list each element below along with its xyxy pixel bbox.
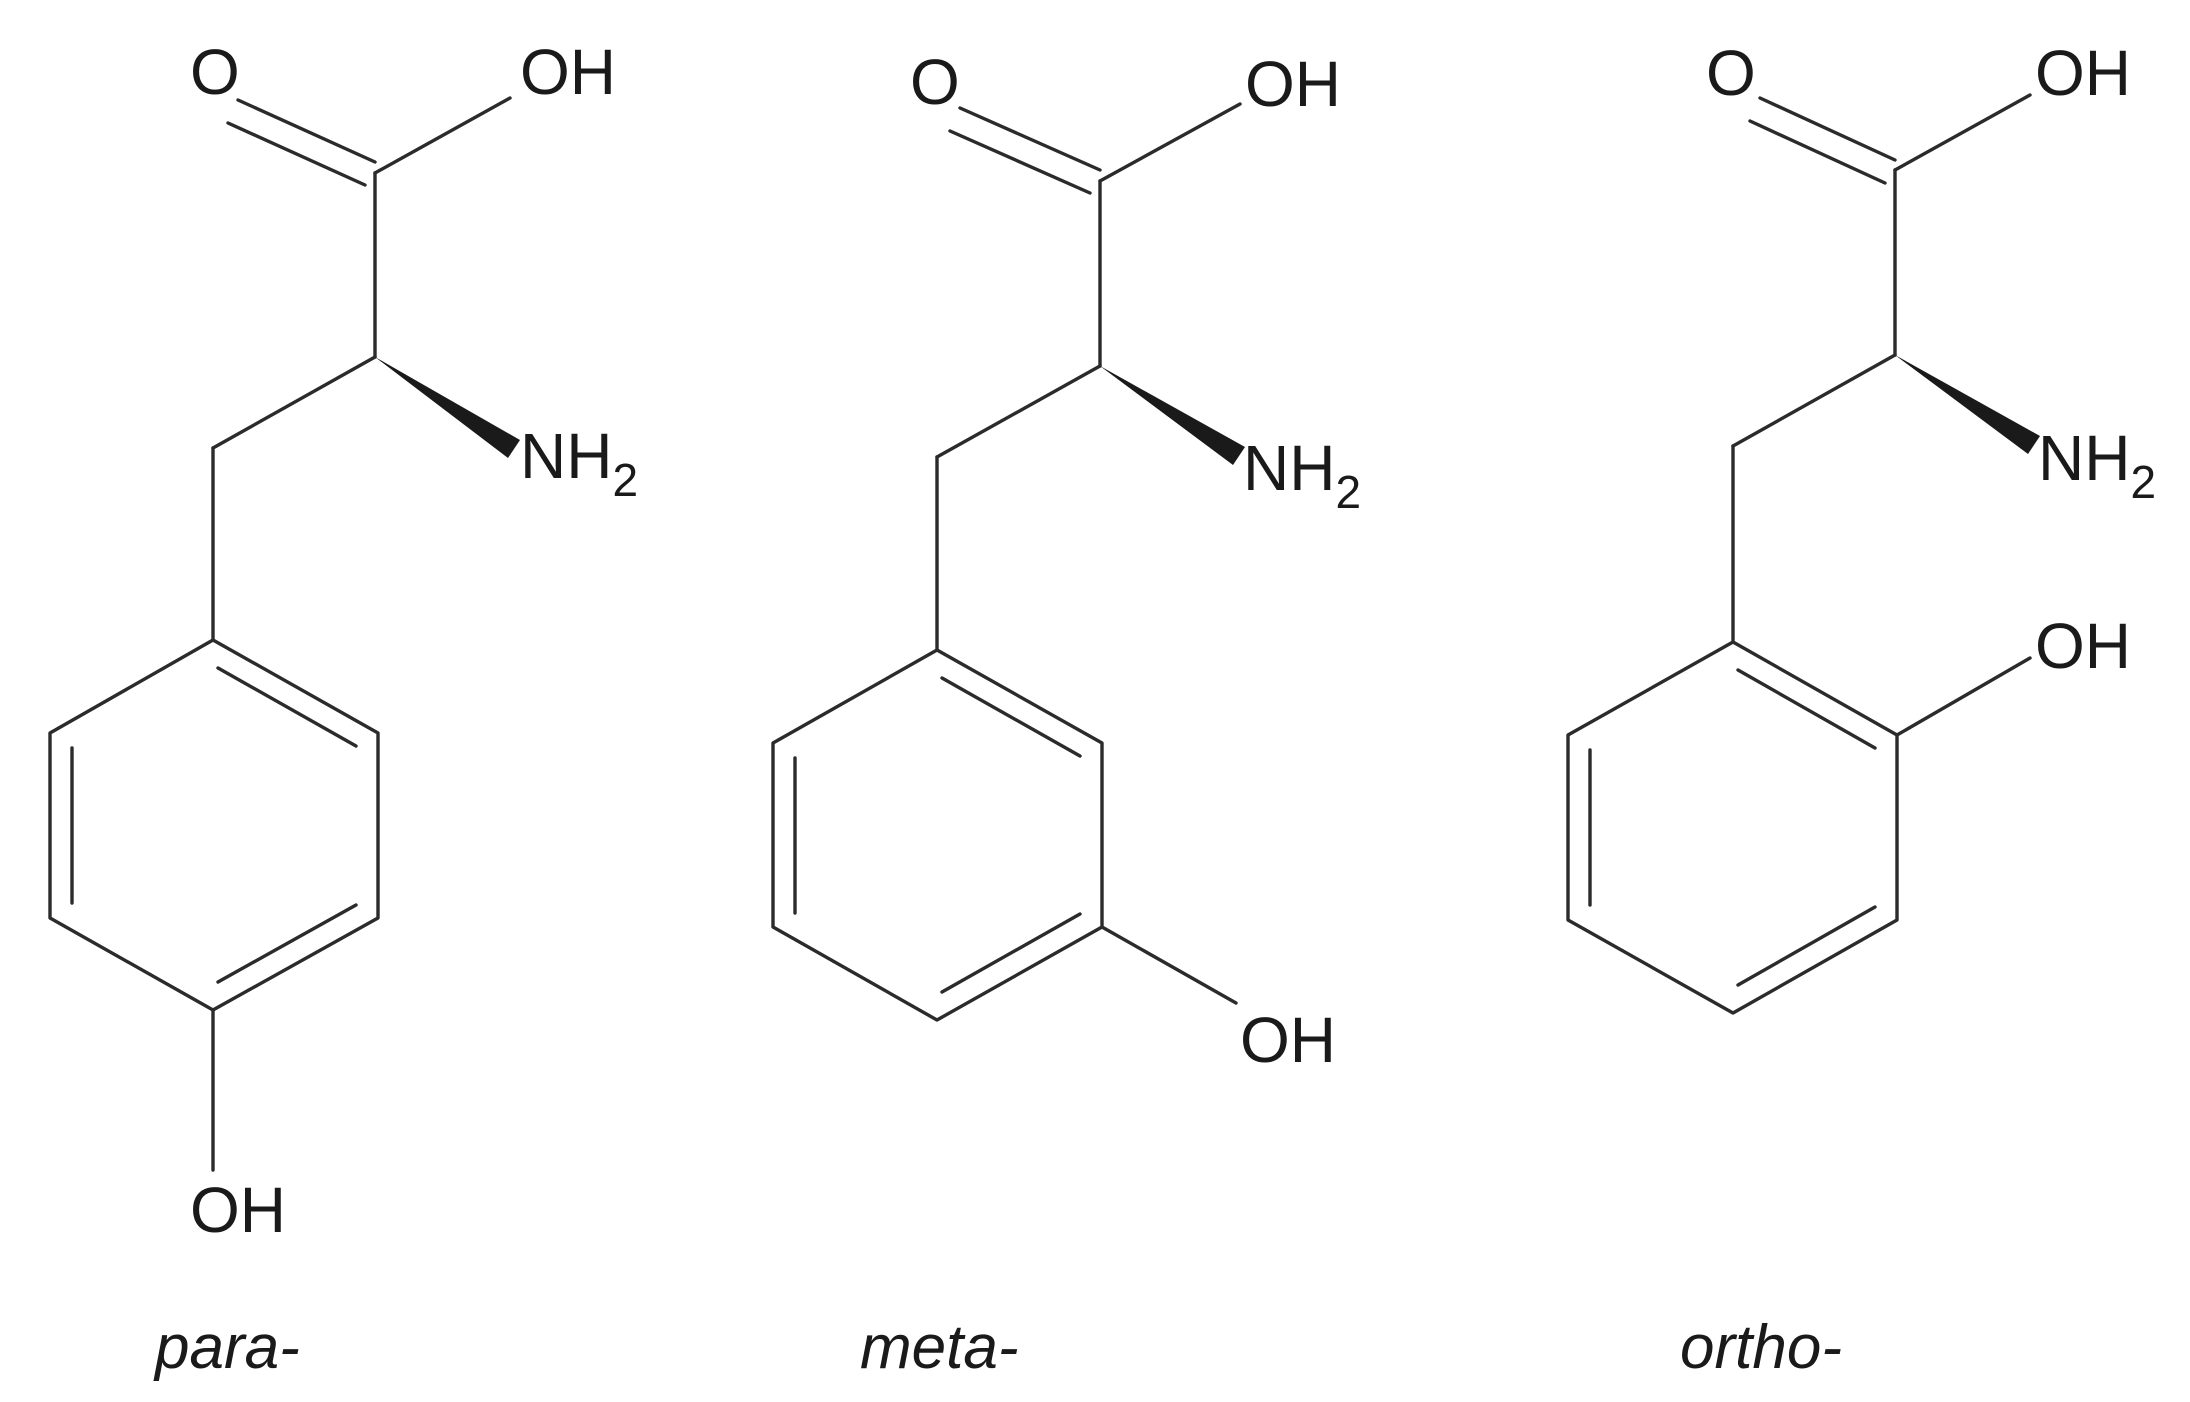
meta-benzene-ring bbox=[771, 648, 1104, 1022]
meta-carbonyl-bond bbox=[958, 106, 1102, 172]
para-isomer: O OH NH2 OH para- bbox=[48, 36, 638, 1382]
para-carbonyl-bond bbox=[236, 98, 377, 164]
ortho-amine-label: NH2 bbox=[2038, 422, 2156, 508]
meta-ring-hydroxyl-label: OH bbox=[1240, 1004, 1336, 1076]
ortho-caption: ortho- bbox=[1680, 1313, 1842, 1382]
meta-carbonyl-bond-2 bbox=[948, 129, 1092, 195]
para-alpha-ch2-bond bbox=[211, 355, 377, 450]
para-amine-label: NH2 bbox=[520, 420, 638, 506]
meta-isomer: O OH NH2 OH meta- bbox=[771, 46, 1361, 1382]
meta-amine-label: NH2 bbox=[1243, 432, 1361, 518]
meta-ring-double-bond bbox=[940, 676, 1082, 758]
para-carbonyl-bond-2 bbox=[226, 121, 367, 187]
ortho-wedge-bond bbox=[1895, 355, 2040, 454]
ortho-ring-double-bond bbox=[1736, 905, 1877, 987]
meta-hydroxyl-label: OH bbox=[1245, 48, 1341, 120]
ortho-oxygen-label: O bbox=[1706, 37, 1756, 109]
para-ring-hydroxyl-label: OH bbox=[190, 1174, 286, 1246]
meta-alpha-ch2-bond bbox=[935, 364, 1102, 459]
meta-oxygen-label: O bbox=[910, 46, 960, 118]
meta-wedge-bond bbox=[1100, 366, 1245, 465]
para-wedge-bond bbox=[375, 357, 520, 458]
ortho-alpha-ch2-bond bbox=[1731, 353, 1897, 448]
ortho-benzene-ring bbox=[1566, 640, 1899, 1015]
ortho-hydroxyl-label: OH bbox=[2035, 37, 2131, 109]
para-hydroxyl-label: OH bbox=[520, 36, 616, 108]
ortho-ring-hydroxyl-label: OH bbox=[2035, 610, 2131, 682]
meta-caption: meta- bbox=[860, 1313, 1018, 1382]
ortho-carbonyl-bond bbox=[1758, 96, 1897, 162]
para-benzene-ring bbox=[48, 638, 380, 1012]
para-ring-double-bond bbox=[216, 903, 358, 984]
para-hydroxyl-bond bbox=[373, 96, 512, 175]
para-oxygen-label: O bbox=[190, 36, 240, 108]
ortho-hydroxyl-bond bbox=[1893, 93, 2032, 172]
meta-hydroxyl-bond bbox=[1098, 102, 1242, 183]
ortho-ring-oh-bond bbox=[1895, 656, 2032, 737]
para-caption: para- bbox=[153, 1313, 300, 1382]
meta-ring-oh-bond bbox=[1100, 925, 1238, 1005]
para-ring-double-bond bbox=[216, 666, 358, 748]
ortho-isomer: O OH NH2 OH ortho- bbox=[1566, 37, 2156, 1382]
meta-ring-double-bond bbox=[940, 912, 1082, 994]
ortho-ring-double-bond bbox=[1736, 668, 1877, 750]
ortho-carbonyl-bond-2 bbox=[1748, 119, 1887, 185]
